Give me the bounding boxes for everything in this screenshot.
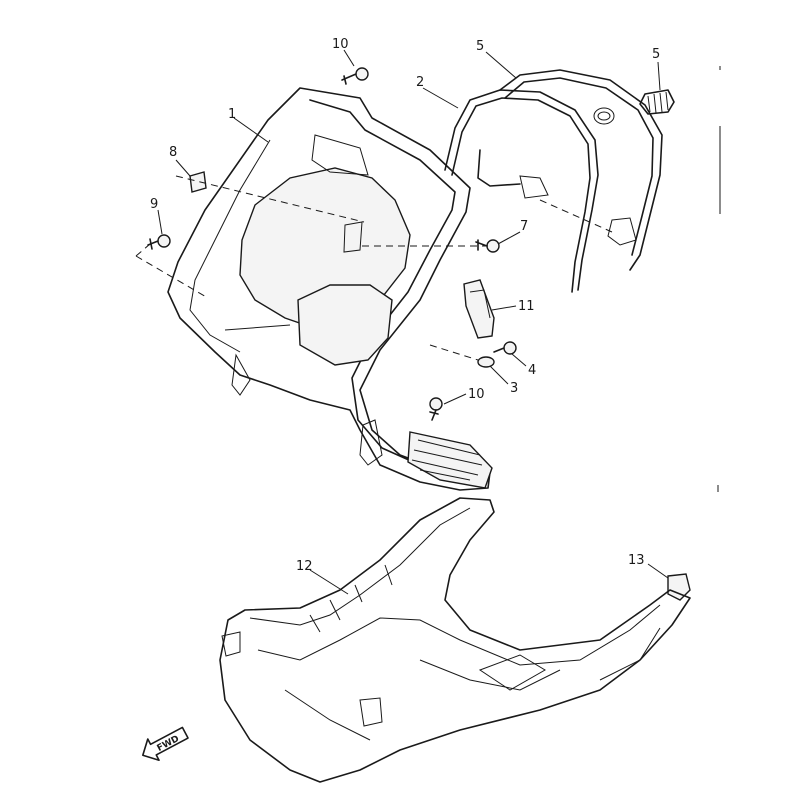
callout-13: 13 — [628, 553, 645, 568]
outer-cover-part-5 — [499, 69, 663, 271]
callout-11: 11 — [518, 299, 535, 314]
callout-4: 4 — [528, 363, 536, 378]
leader-lines — [135, 49, 669, 595]
callout-7: 7 — [520, 219, 528, 234]
leg-shield-part-1 — [167, 87, 493, 491]
grommet-part-5 — [639, 89, 675, 115]
callout-8: 8 — [169, 145, 177, 160]
callout-12: 12 — [296, 559, 313, 574]
screw-part-10-top — [341, 67, 369, 85]
label-part-8 — [189, 171, 207, 193]
bracket-part-11 — [463, 279, 495, 339]
floor-panel-part-12 — [219, 497, 691, 783]
edge-marks — [717, 66, 721, 492]
bolt-part-4 — [493, 341, 517, 355]
callout-3: 3 — [510, 381, 518, 396]
fwd-direction-marker: FWD — [142, 726, 189, 762]
screw-part-9 — [147, 234, 171, 250]
arrow-left-icon — [142, 726, 189, 762]
callout-10-top: 10 — [332, 37, 349, 52]
screw-part-7 — [475, 239, 500, 253]
callout-9: 9 — [150, 197, 158, 212]
callout-1: 1 — [228, 107, 236, 122]
callout-5-cover: 5 — [476, 39, 484, 54]
washer-part-3 — [477, 356, 495, 368]
inner-rail-part-2 — [444, 89, 599, 293]
fwd-label: FWD — [156, 734, 181, 754]
callout-10-lower: 10 — [468, 387, 485, 402]
callout-labels: 10 1 2 5 5 8 9 7 11 4 3 10 12 13 — [150, 37, 660, 574]
screw-part-10-lower — [429, 397, 443, 421]
callout-2: 2 — [416, 75, 424, 90]
callout-5-grommet: 5 — [652, 47, 660, 62]
